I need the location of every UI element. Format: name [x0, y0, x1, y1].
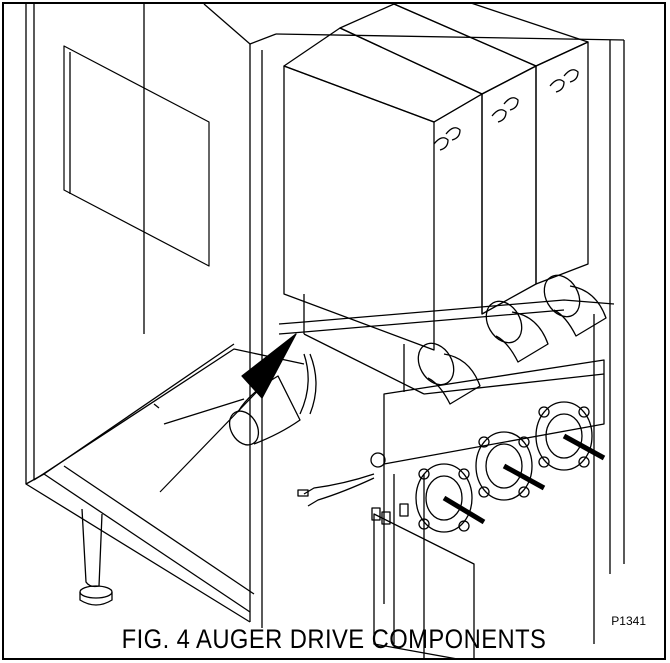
hopper-shelf	[278, 299, 615, 395]
motor-mount-plate	[373, 359, 605, 658]
auger-drive-illustration	[25, 4, 625, 658]
figure-reference-code: P1341	[611, 614, 646, 628]
hopper-middle	[339, 4, 537, 315]
auger-motor-3	[535, 401, 606, 471]
figure-caption: FIG. 4 AUGER DRIVE COMPONENTS	[121, 624, 547, 654]
hopper-left	[283, 27, 483, 392]
dispense-elbows	[228, 274, 607, 446]
hopper-right	[393, 4, 589, 285]
auger-motor-2	[475, 431, 546, 501]
cabinet-side-panel	[25, 4, 277, 628]
auger-motor-1	[415, 463, 486, 533]
cabinet-back-panel	[275, 33, 625, 644]
wiring-harness	[297, 353, 409, 525]
cabinet-leg	[79, 508, 113, 606]
pointer-arrow	[159, 333, 297, 493]
side-window-cutout	[63, 45, 210, 267]
